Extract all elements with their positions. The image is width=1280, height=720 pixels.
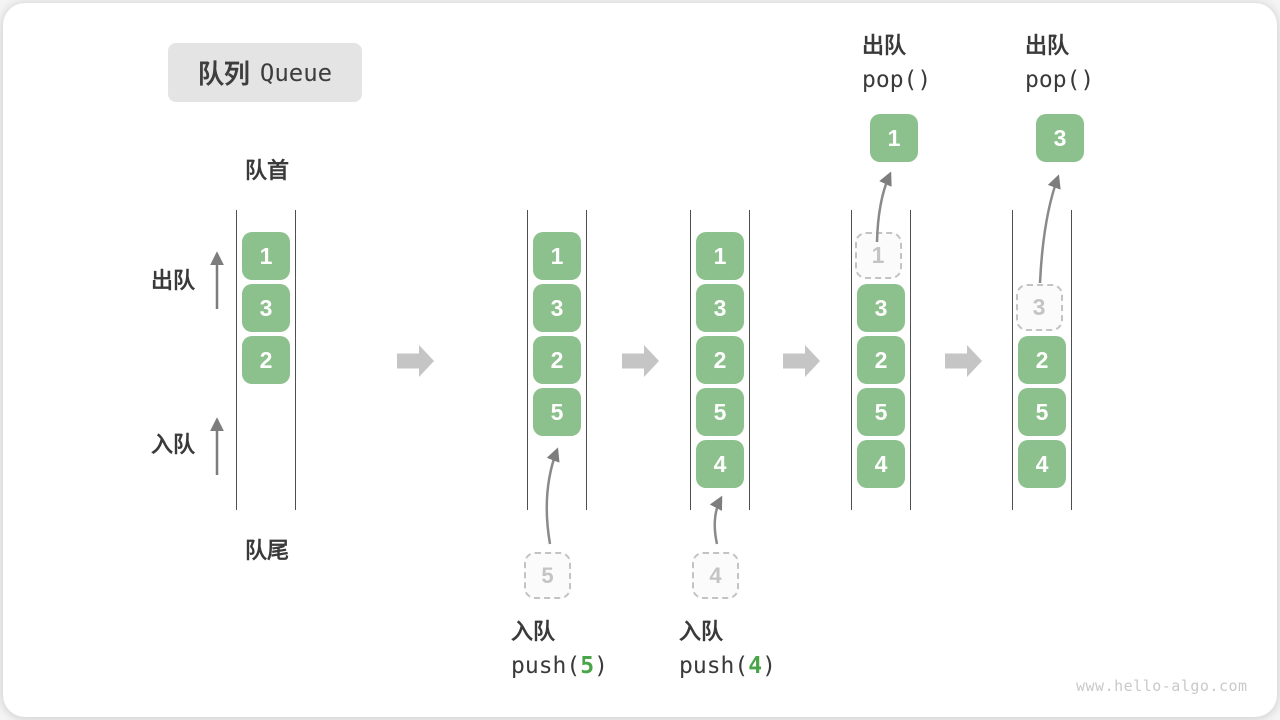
incoming-element-dashed: 5 <box>524 552 571 599</box>
caption-code: push(5) <box>511 653 608 679</box>
popped-element: 3 <box>1036 114 1084 162</box>
label-dequeue: 出队 <box>151 268 196 293</box>
queue-element: 5 <box>696 388 744 436</box>
queue-element: 3 <box>242 284 290 332</box>
caption-code: pop() <box>1025 67 1095 93</box>
title-en: Queue <box>259 58 333 87</box>
queue-element: 2 <box>857 336 905 384</box>
queue-element: 2 <box>696 336 744 384</box>
removed-element-dashed: 3 <box>1015 284 1063 331</box>
queue-element: 1 <box>696 232 744 280</box>
caption-push-5: 入队 push(5) <box>511 614 608 684</box>
queue-column-5: 3 2 5 4 <box>1012 210 1072 510</box>
label-queue-rear: 队尾 <box>244 538 289 563</box>
caption-pop-3: 出队 pop() <box>1025 28 1094 98</box>
queue-element: 5 <box>1018 388 1066 436</box>
popped-element: 1 <box>870 114 918 162</box>
title-badge: 队列 Queue <box>168 43 362 102</box>
queue-element: 4 <box>696 440 744 488</box>
queue-element: 4 <box>1018 440 1066 488</box>
diagram-card <box>3 3 1277 717</box>
queue-element: 4 <box>857 440 905 488</box>
caption-push-4: 入队 push(4) <box>679 614 776 684</box>
caption-op: 入队 <box>511 619 556 644</box>
queue-element: 3 <box>857 284 905 332</box>
caption-code: pop() <box>862 67 932 93</box>
queue-element: 1 <box>533 232 581 280</box>
queue-element: 3 <box>533 284 581 332</box>
queue-column-1: 1 3 2 <box>236 210 296 510</box>
incoming-element-dashed: 4 <box>692 552 739 599</box>
caption-op: 出队 <box>1025 33 1070 58</box>
watermark: www.hello-algo.com <box>1076 677 1248 695</box>
removed-element-dashed: 1 <box>854 232 902 279</box>
queue-element: 3 <box>696 284 744 332</box>
queue-element: 5 <box>857 388 905 436</box>
label-enqueue: 入队 <box>151 432 196 457</box>
queue-element: 2 <box>1018 336 1066 384</box>
queue-column-4: 1 3 2 5 4 <box>851 210 911 510</box>
queue-element: 2 <box>533 336 581 384</box>
label-queue-front: 队首 <box>244 158 289 183</box>
caption-pop-1: 出队 pop() <box>862 28 931 98</box>
caption-code: push(4) <box>679 653 776 679</box>
queue-element: 1 <box>242 232 290 280</box>
caption-op: 入队 <box>679 619 724 644</box>
queue-column-3: 1 3 2 5 4 <box>690 210 750 510</box>
queue-element: 2 <box>242 336 290 384</box>
queue-column-2: 1 3 2 5 <box>527 210 587 510</box>
queue-element: 5 <box>533 388 581 436</box>
caption-op: 出队 <box>862 33 907 58</box>
title-zh: 队列 <box>197 59 250 89</box>
